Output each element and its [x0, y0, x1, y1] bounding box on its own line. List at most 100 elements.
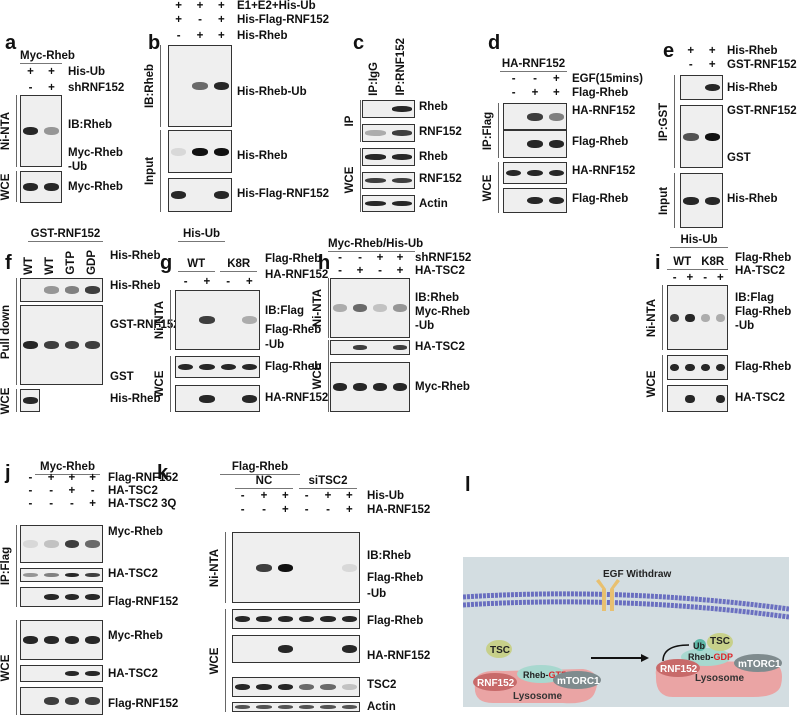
condition-sign: +: [196, 30, 204, 42]
condition-sign: +: [217, 14, 225, 26]
blot-label: -Ub: [367, 588, 387, 600]
condition-sign: +: [396, 252, 404, 264]
western-blot: [503, 103, 567, 130]
condition-label: shRNF152: [68, 82, 125, 94]
blot-label: IB:Rheb: [68, 119, 113, 131]
protein-band: [213, 147, 229, 156]
protein-band: [213, 82, 229, 90]
blot-label: Myc-Rheb: [68, 181, 123, 193]
western-blot: [232, 635, 360, 663]
protein-band: [213, 191, 229, 199]
protein-band: [43, 286, 59, 294]
sample-group-bracket: WCE: [0, 620, 17, 715]
lysosome-label: Lysosome: [513, 691, 563, 702]
blot-label: GST-RNF152: [110, 319, 180, 331]
protein-band: [85, 540, 100, 548]
protein-band: [353, 383, 367, 391]
western-blot: [20, 665, 103, 682]
protein-band: [277, 684, 293, 690]
protein-band: [235, 684, 251, 690]
protein-band: [220, 363, 236, 371]
protein-band: [23, 341, 38, 349]
protein-band: [241, 316, 257, 324]
condition-sign: -: [28, 485, 33, 497]
sample-group-bracket: Ni-NTA: [312, 278, 329, 338]
sample-group-bracket: Ni-NTA: [0, 95, 17, 167]
condition-sign: +: [217, 0, 225, 12]
condition-sign: +: [68, 472, 76, 484]
panel-j-header-title: Myc-Rheb: [35, 461, 100, 475]
panel-d-header-title: HA-RNF152: [500, 58, 567, 72]
subgroup-label: K8R: [697, 256, 729, 270]
sample-group-bracket: WCE: [482, 162, 499, 213]
blot-label: Flag-Rheb: [265, 324, 322, 336]
sample-group-label: WCE: [344, 166, 356, 194]
condition-sign: +: [281, 490, 289, 502]
condition-sign: +: [260, 490, 268, 502]
protein-band: [320, 616, 336, 622]
blot-label: HA-TSC2: [108, 568, 158, 580]
condition-label: HA-TSC2: [735, 265, 785, 277]
protein-band: [256, 684, 272, 690]
condition-sign: -: [338, 252, 342, 264]
western-blot: [680, 75, 723, 100]
protein-band: [391, 177, 412, 184]
protein-band: [320, 705, 336, 709]
tsc-complex: [707, 633, 733, 651]
protein-band: [685, 363, 695, 372]
blot-label: -Ub: [415, 320, 435, 332]
condition-sign: +: [217, 30, 225, 42]
protein-band: [700, 363, 710, 372]
condition-label: HA-RNF152: [265, 269, 329, 281]
ub-label: Ub: [693, 641, 705, 651]
condition-label: HA-TSC2: [108, 485, 158, 497]
protein-band: [277, 616, 293, 622]
protein-band: [85, 697, 100, 705]
protein-band: [365, 154, 386, 160]
protein-band: [548, 112, 564, 121]
western-blot: [330, 340, 410, 355]
sample-group-bracket: IP:GST: [658, 75, 675, 168]
lane-label: GTP: [64, 251, 77, 275]
western-blot: [168, 45, 232, 127]
western-blot: [330, 278, 410, 338]
condition-label: His-Ub: [367, 490, 405, 502]
protein-band: [353, 304, 367, 312]
condition-label: Flag-Rheb: [265, 253, 322, 265]
sample-group-label: IP: [344, 115, 356, 127]
condition-sign: -: [688, 59, 693, 71]
condition-label: His-Rheb: [110, 250, 161, 262]
sample-group-label: IP:GST: [658, 102, 670, 141]
protein-band: [373, 304, 387, 312]
sample-group-label: WCE: [0, 173, 12, 200]
western-blot: [175, 385, 260, 412]
protein-band: [256, 705, 272, 709]
condition-sign: +: [686, 272, 694, 284]
protein-band: [64, 572, 80, 578]
protein-band: [393, 345, 407, 350]
protein-band: [199, 394, 215, 403]
panel-letter-f: f: [5, 252, 12, 274]
condition-sign: -: [304, 504, 309, 516]
protein-band: [85, 670, 100, 677]
western-blot: [362, 100, 415, 118]
protein-band: [365, 200, 386, 207]
sample-group-label: Input: [144, 156, 156, 186]
western-blot: [232, 609, 360, 629]
sample-group-bracket: Pull down: [0, 278, 17, 385]
condition-sign: +: [717, 272, 724, 284]
protein-band: [506, 169, 522, 177]
protein-band: [391, 200, 412, 207]
protein-band: [171, 191, 187, 199]
rheb-protein: [681, 648, 731, 666]
western-blot: [20, 389, 40, 412]
condition-sign: +: [531, 87, 539, 99]
blot-label: Rheb: [419, 151, 448, 163]
condition-sign: -: [533, 73, 537, 85]
protein-band: [320, 684, 336, 690]
blot-label: His-Flag-RNF152: [237, 188, 330, 200]
blot-label: Flag-Rheb: [367, 615, 424, 627]
left-state: Lysosome TSC Rheb-GTP RNF152 mTORC1: [473, 640, 601, 704]
protein-band: [23, 397, 38, 404]
western-blot: [330, 362, 410, 412]
